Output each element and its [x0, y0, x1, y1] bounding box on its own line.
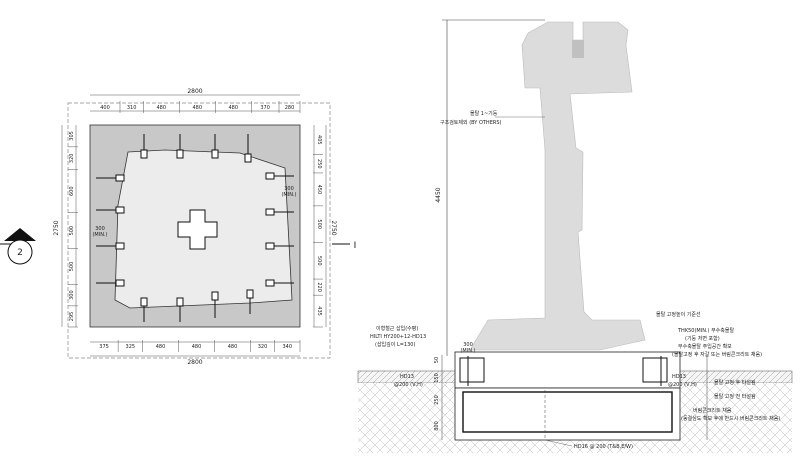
plan-right-dim-3: 500: [316, 219, 322, 229]
plan-left-dim-4: 500: [69, 262, 75, 272]
section-marker-letter: I: [354, 241, 357, 251]
plan-dim-bottom-overall: 2800: [187, 359, 202, 366]
section-dim-150: 150: [434, 373, 440, 383]
plan-min-label-left: 300(MIN.): [92, 226, 107, 238]
plan-anchors: [96, 134, 294, 322]
plan-right-dim-5: 220: [316, 282, 322, 292]
plan-top-dim-4: 480: [228, 105, 238, 111]
section-marker-number: 2: [17, 248, 23, 258]
plan-right-dim-0: 405: [316, 135, 322, 145]
section-label-anchor-1: 이형철근 삽입(수평): [376, 325, 418, 332]
plan-dim-left-overall: 2750: [53, 220, 60, 235]
section-view: 4450 50 150 250 800 몰탈 1~기둥 구조검토제외 (BY O…: [357, 19, 793, 453]
section-dim-250: 250: [434, 395, 440, 405]
section-label-bottom-rebar: HD16 @ 200 (T&B,E/W): [574, 444, 633, 450]
section-marker-arrow: [4, 228, 36, 241]
section-label-thk: THK50(MIN.) 무수축몰탈: [677, 327, 734, 334]
plan-bottom-dim-3: 480: [192, 344, 202, 350]
plan-dim-top-overall: 2800: [187, 88, 202, 95]
plan-min-label-right: 300(MIN.): [281, 186, 296, 198]
section-label-thk-sub: (기둥 저면 포함): [685, 335, 720, 342]
plan-left-dim-3: 500: [69, 226, 75, 236]
section-label-hd13-left: HD13: [400, 374, 414, 380]
plan-bottom-dim-6: 340: [282, 344, 292, 350]
section-label-base-level: 몰탈 고정높이 기준선: [656, 311, 701, 318]
section-column-cap-dark: [572, 40, 584, 58]
plan-bottom-dim-2: 480: [156, 344, 166, 350]
section-label-before-fix: 몰탈 고정 전 타설됨: [714, 393, 756, 400]
plan-left-dim-1: 320: [69, 154, 75, 164]
plan-top-dims: 400 310 480 480 480 370 280: [100, 101, 301, 113]
section-label-lean-1: 버림콘크리트 채움: [693, 407, 732, 414]
section-label-hd13-left-sub: @200 (V,H): [394, 382, 423, 388]
section-right-pocket: [642, 357, 668, 383]
plan-bottom-dim-5: 320: [258, 344, 268, 350]
plan-top-dim-5: 370: [260, 105, 270, 111]
plan-right-dim-1: 250: [316, 159, 322, 169]
section-left-pocket: [459, 357, 485, 383]
section-column: [469, 21, 646, 351]
section-label-hd13-right-sub: @200 (V,H): [668, 382, 697, 388]
section-marker-circle: [7, 239, 33, 265]
plan-left-dim-6: 295: [69, 312, 75, 322]
plan-bottom-dim-1: 325: [126, 344, 136, 350]
section-label-grout-1: 무수축몰탈 주입공간 확보: [678, 343, 732, 350]
section-label-column: 몰탈 1~기둥: [470, 110, 498, 117]
section-height-dim-label: 4450: [435, 187, 442, 202]
plan-top-dim-6: 280: [285, 105, 295, 111]
section-label-300min: 300(MIN.): [460, 342, 475, 354]
plan-outer-dashed-boundary: [67, 102, 331, 359]
section-label-by-others: 구조검토제외 (BY OTHERS): [440, 119, 501, 126]
section-label-anchor-3: (삽입깊이 L=130): [375, 341, 415, 348]
plan-left-dim-5: 300: [69, 290, 75, 300]
section-label-anchor-2: HILTI HY200+12-HD13: [370, 334, 426, 340]
section-dim-800: 800: [434, 421, 440, 431]
plan-top-dim-3: 480: [192, 105, 202, 111]
plan-top-dim-2: 480: [156, 105, 166, 111]
section-label-lean-2: (동결심도 확보 후에 반드시 버림콘크리트 채움): [681, 415, 780, 422]
plan-right-dim-4: 500: [316, 256, 322, 266]
section-label-after-fix: 몰탈 고정 후 타설됨: [714, 379, 756, 386]
plan-bottom-dim-4: 480: [228, 344, 238, 350]
plan-top-dim-1: 310: [127, 105, 137, 111]
section-label-grout-2: (몰탈고정 후 자갈 또는 버림콘크리트 채움): [672, 351, 762, 358]
plan-center-cross: [177, 209, 218, 250]
plan-right-dim-2: 450: [316, 185, 322, 195]
section-rebar-cage: [462, 391, 673, 433]
plan-left-dim-2: 600: [69, 186, 75, 196]
plan-dim-right-overall: 2750: [330, 220, 337, 235]
plan-bottom-dims: 375 325 480 480 480 320 340: [99, 340, 301, 352]
plan-top-dim-0: 400: [100, 105, 110, 111]
plan-left-dims: 305 320 600 500 500 300 295: [68, 131, 78, 328]
section-label-hd13-right: HD13: [672, 374, 686, 380]
plan-bottom-dim-0: 375: [99, 344, 109, 350]
plan-right-dims: 405 250 450 500 500 220 435: [313, 135, 323, 328]
plan-left-dim-0: 305: [69, 131, 75, 141]
plan-right-dim-6: 435: [316, 306, 322, 316]
section-dim-50: 50: [434, 357, 440, 363]
section-leader-bottom: [544, 439, 573, 447]
